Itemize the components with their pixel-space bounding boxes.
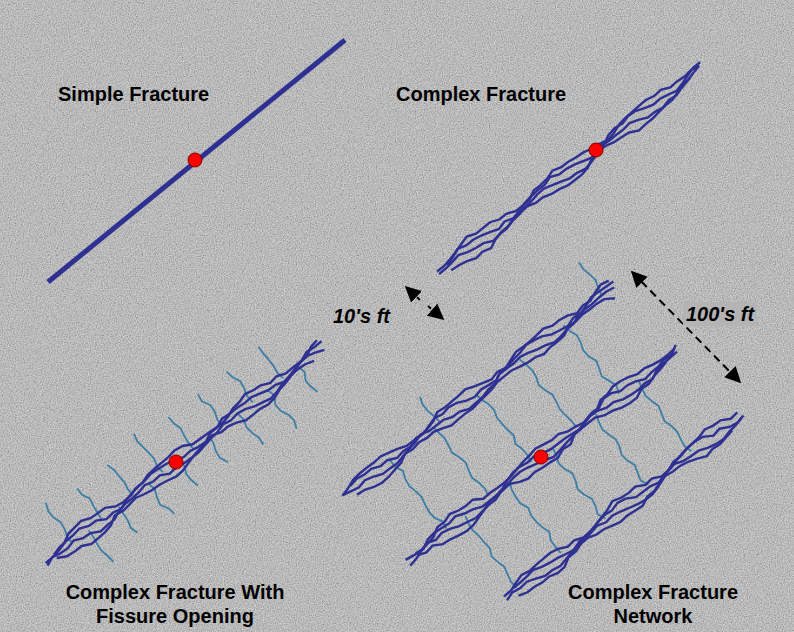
fissure-line xyxy=(563,326,619,394)
fissure-lines xyxy=(46,262,691,587)
dimension-arrow xyxy=(406,287,420,300)
fracture-strand xyxy=(54,341,321,554)
fissure-line xyxy=(209,436,228,462)
fracture-strand xyxy=(46,340,317,563)
fissure-line xyxy=(639,381,692,452)
injection-point xyxy=(188,153,202,167)
dimension-arrow xyxy=(428,306,443,319)
fissure-line xyxy=(227,372,253,402)
dimension-label: 100's ft xyxy=(683,302,757,326)
fracture-strand xyxy=(519,430,733,595)
fracture-strand xyxy=(417,362,666,555)
fissure-line xyxy=(107,465,133,495)
injection-point xyxy=(534,450,548,464)
fracture-strand xyxy=(513,416,743,589)
fracture-strand xyxy=(451,78,689,270)
fracture-strands xyxy=(46,62,744,600)
dimension-label: 10's ft xyxy=(333,304,390,328)
fracture-strand xyxy=(507,418,742,600)
fissure-line xyxy=(198,394,222,426)
injection-point xyxy=(589,143,603,157)
fissure-line xyxy=(46,503,73,543)
fracture-strand xyxy=(47,350,324,566)
injection-points xyxy=(169,143,603,469)
fissure-line xyxy=(298,367,318,392)
fissure-line xyxy=(475,394,531,462)
fissure-line xyxy=(259,347,284,378)
fracture-strand xyxy=(406,349,675,560)
fissure-line xyxy=(238,414,264,445)
fissure-line xyxy=(510,482,561,554)
fissure-line xyxy=(579,262,602,295)
fracture-strand xyxy=(357,298,615,494)
simple-fracture-line xyxy=(48,40,345,282)
figure-title: Complex Fracture Network xyxy=(548,580,758,628)
fissure-line xyxy=(148,484,174,514)
fissure-line xyxy=(596,414,648,485)
fracture-strand xyxy=(57,361,314,558)
figure-title: Complex Fracture With Fissure Opening xyxy=(30,580,320,628)
fracture-strand xyxy=(416,345,676,553)
injection-point xyxy=(169,455,183,469)
fissure-line xyxy=(77,488,102,519)
fissure-line xyxy=(433,427,488,495)
fissure-line xyxy=(552,448,605,518)
figure-title: Complex Fracture xyxy=(396,82,566,106)
fissure-line xyxy=(520,359,577,426)
fissure-line xyxy=(390,461,446,529)
fracture-strand xyxy=(410,352,677,566)
figure-title: Simple Fracture xyxy=(58,82,209,106)
dimension-arrow xyxy=(632,272,740,382)
dimension-arrows xyxy=(406,272,740,382)
